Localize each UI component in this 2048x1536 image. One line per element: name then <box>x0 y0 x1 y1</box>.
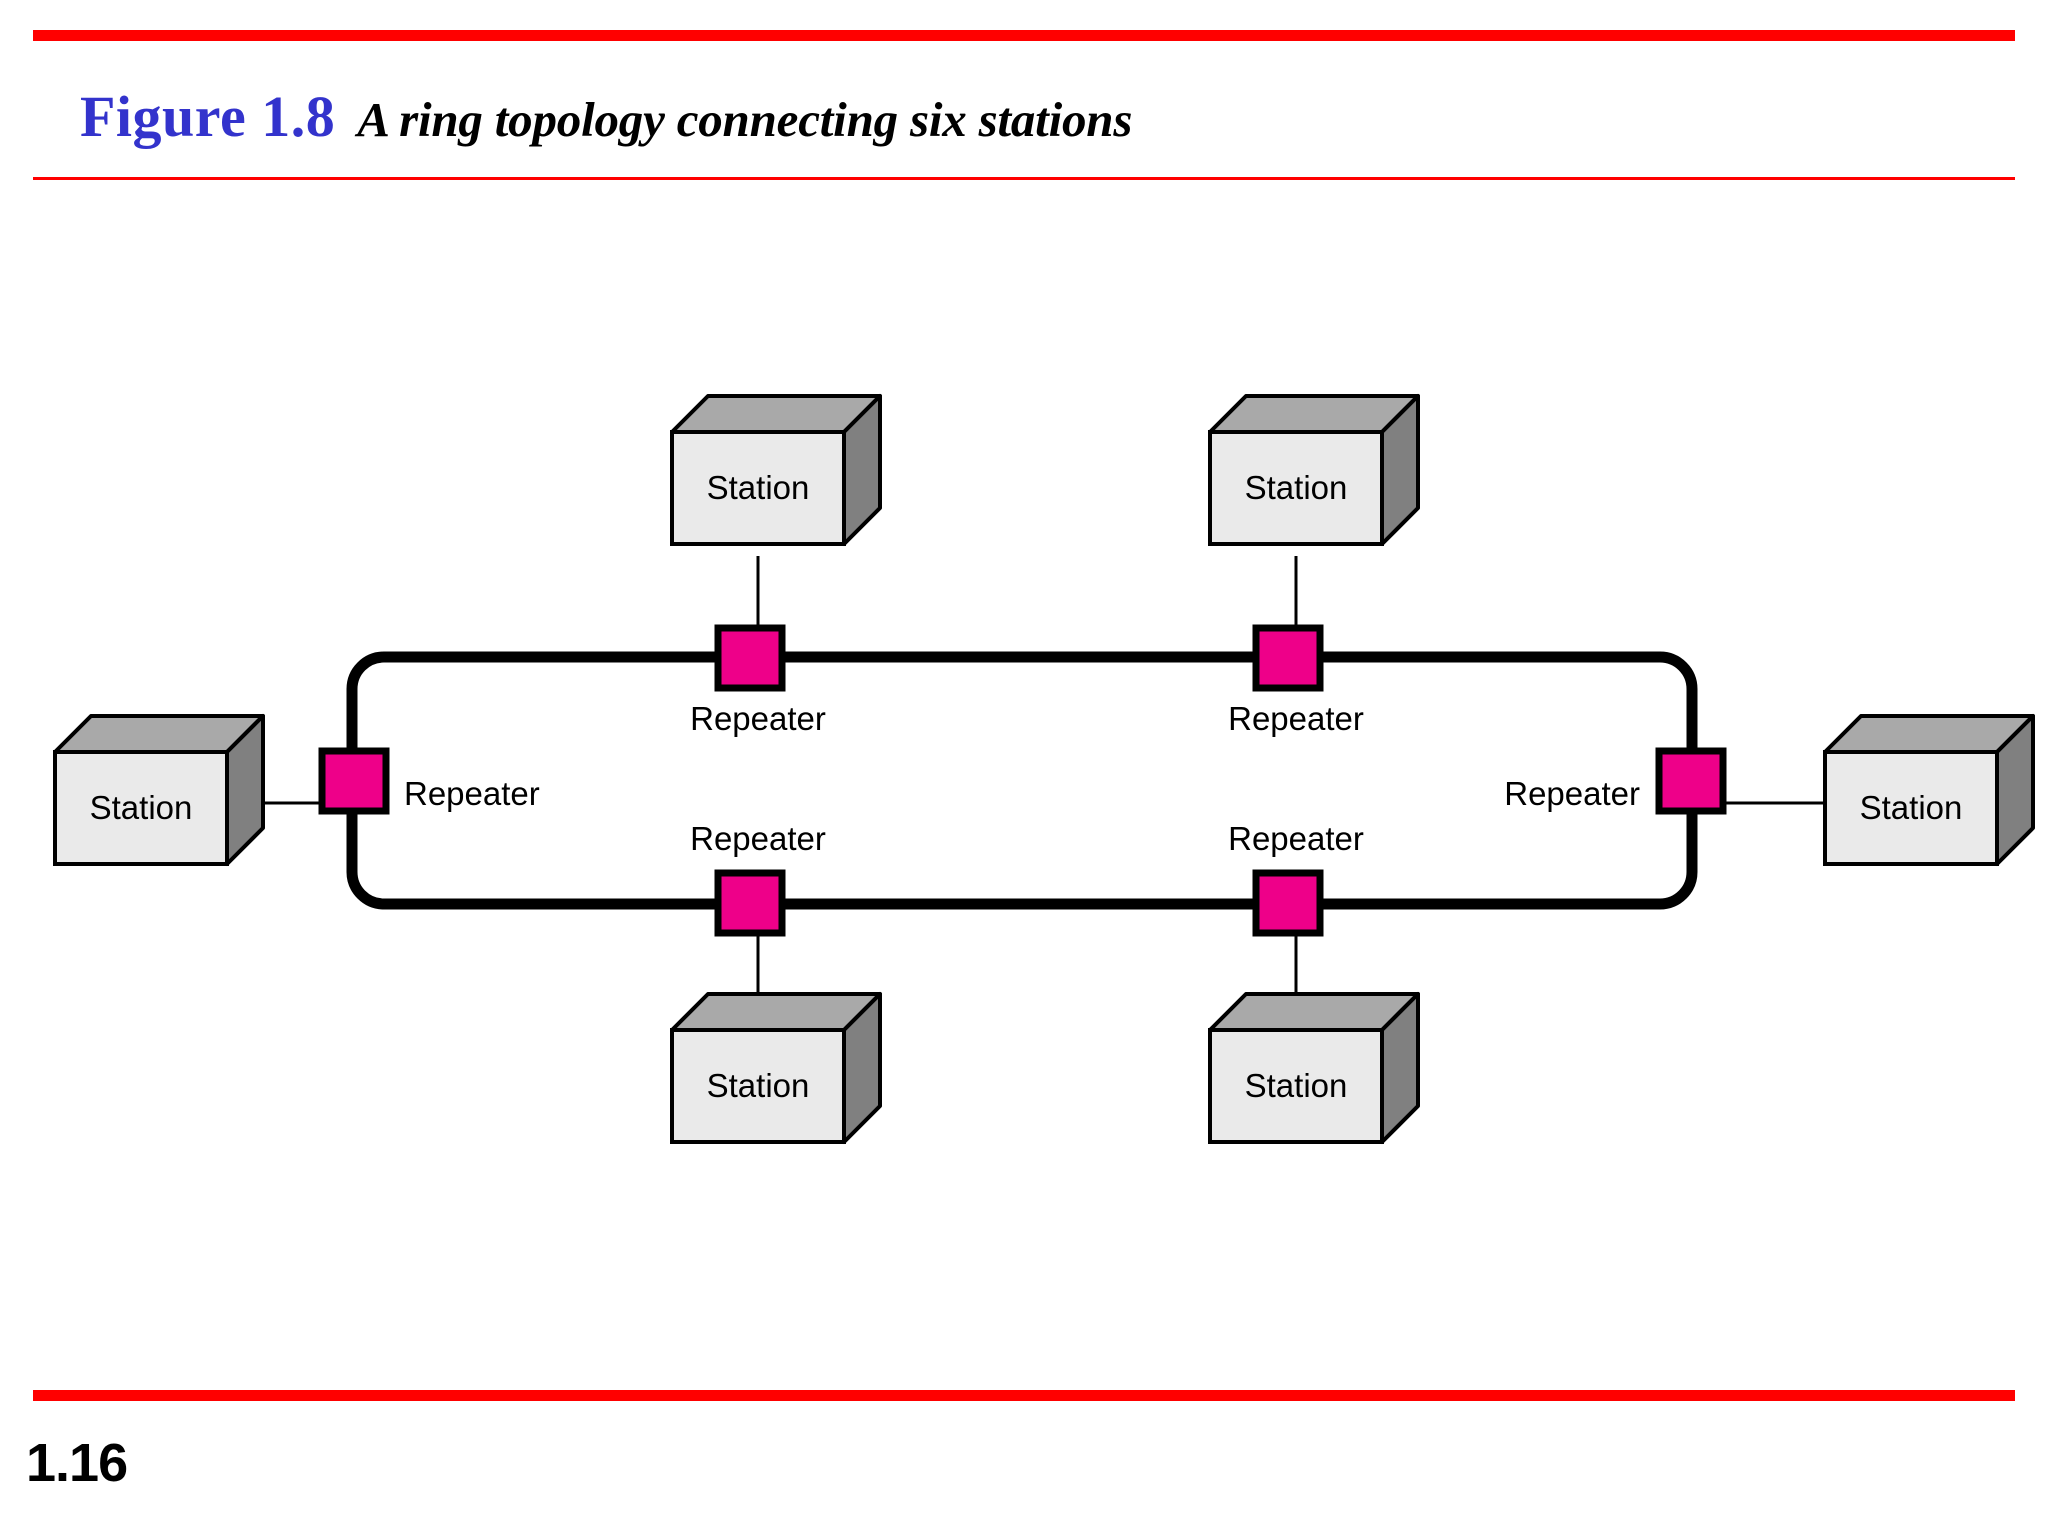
station-left: Station <box>53 714 265 866</box>
station-bottom-right: Station <box>1208 992 1420 1144</box>
repeater-top-right-label: Repeater <box>1228 700 1364 737</box>
station-top-right-front-face <box>1208 430 1384 546</box>
repeater-bottom-left[interactable]: Repeater <box>690 820 826 937</box>
repeater-right-node[interactable] <box>1655 747 1727 815</box>
station-top-right: Station <box>1208 394 1420 546</box>
station-right-label: Station <box>1860 789 1963 826</box>
ring-medium-layer <box>346 651 1698 910</box>
repeater-bottom-right-node[interactable] <box>1252 869 1324 937</box>
station-left-label: Station <box>90 789 193 826</box>
repeater-top-left[interactable]: Repeater <box>690 624 826 737</box>
repeater-top-right-node[interactable] <box>1252 624 1324 692</box>
station-bottom-left: Station <box>670 992 882 1144</box>
station-right-front-face <box>1823 750 1999 866</box>
station-right: Station <box>1823 714 2035 866</box>
repeater-left-label: Repeater <box>404 775 540 812</box>
figure-number: Figure 1.8 <box>80 84 336 149</box>
station-top-left-label: Station <box>707 469 810 506</box>
slide-number: 1.16 <box>26 1433 128 1493</box>
figure-caption: A ring topology connecting six stations <box>357 92 1133 147</box>
title-divider-rule <box>33 177 2015 180</box>
repeater-top-right[interactable]: Repeater <box>1228 624 1364 737</box>
station-bottom-left-front-face <box>670 1028 846 1144</box>
bottom-rule <box>33 1390 2015 1401</box>
repeater-top-left-label: Repeater <box>690 700 826 737</box>
repeater-right[interactable]: Repeater <box>1504 747 1727 815</box>
station-bottom-left-label: Station <box>707 1067 810 1104</box>
station-left-front-face <box>53 750 229 866</box>
repeater-right-label: Repeater <box>1504 775 1640 812</box>
ring-cable <box>346 651 1698 910</box>
station-top-right-label: Station <box>1245 469 1348 506</box>
repeater-top-left-node[interactable] <box>714 624 786 692</box>
repeater-bottom-left-node[interactable] <box>714 869 786 937</box>
repeater-bottom-right-label: Repeater <box>1228 820 1364 857</box>
station-top-left-front-face <box>670 430 846 546</box>
station-bottom-right-front-face <box>1208 1028 1384 1144</box>
repeater-bottom-right[interactable]: Repeater <box>1228 820 1364 937</box>
station-bottom-right-label: Station <box>1245 1067 1348 1104</box>
top-rule <box>33 30 2015 41</box>
repeater-left-node[interactable] <box>318 747 390 815</box>
repeater-left[interactable]: Repeater <box>318 747 540 815</box>
station-top-left: Station <box>670 394 882 546</box>
repeater-bottom-left-label: Repeater <box>690 820 826 857</box>
